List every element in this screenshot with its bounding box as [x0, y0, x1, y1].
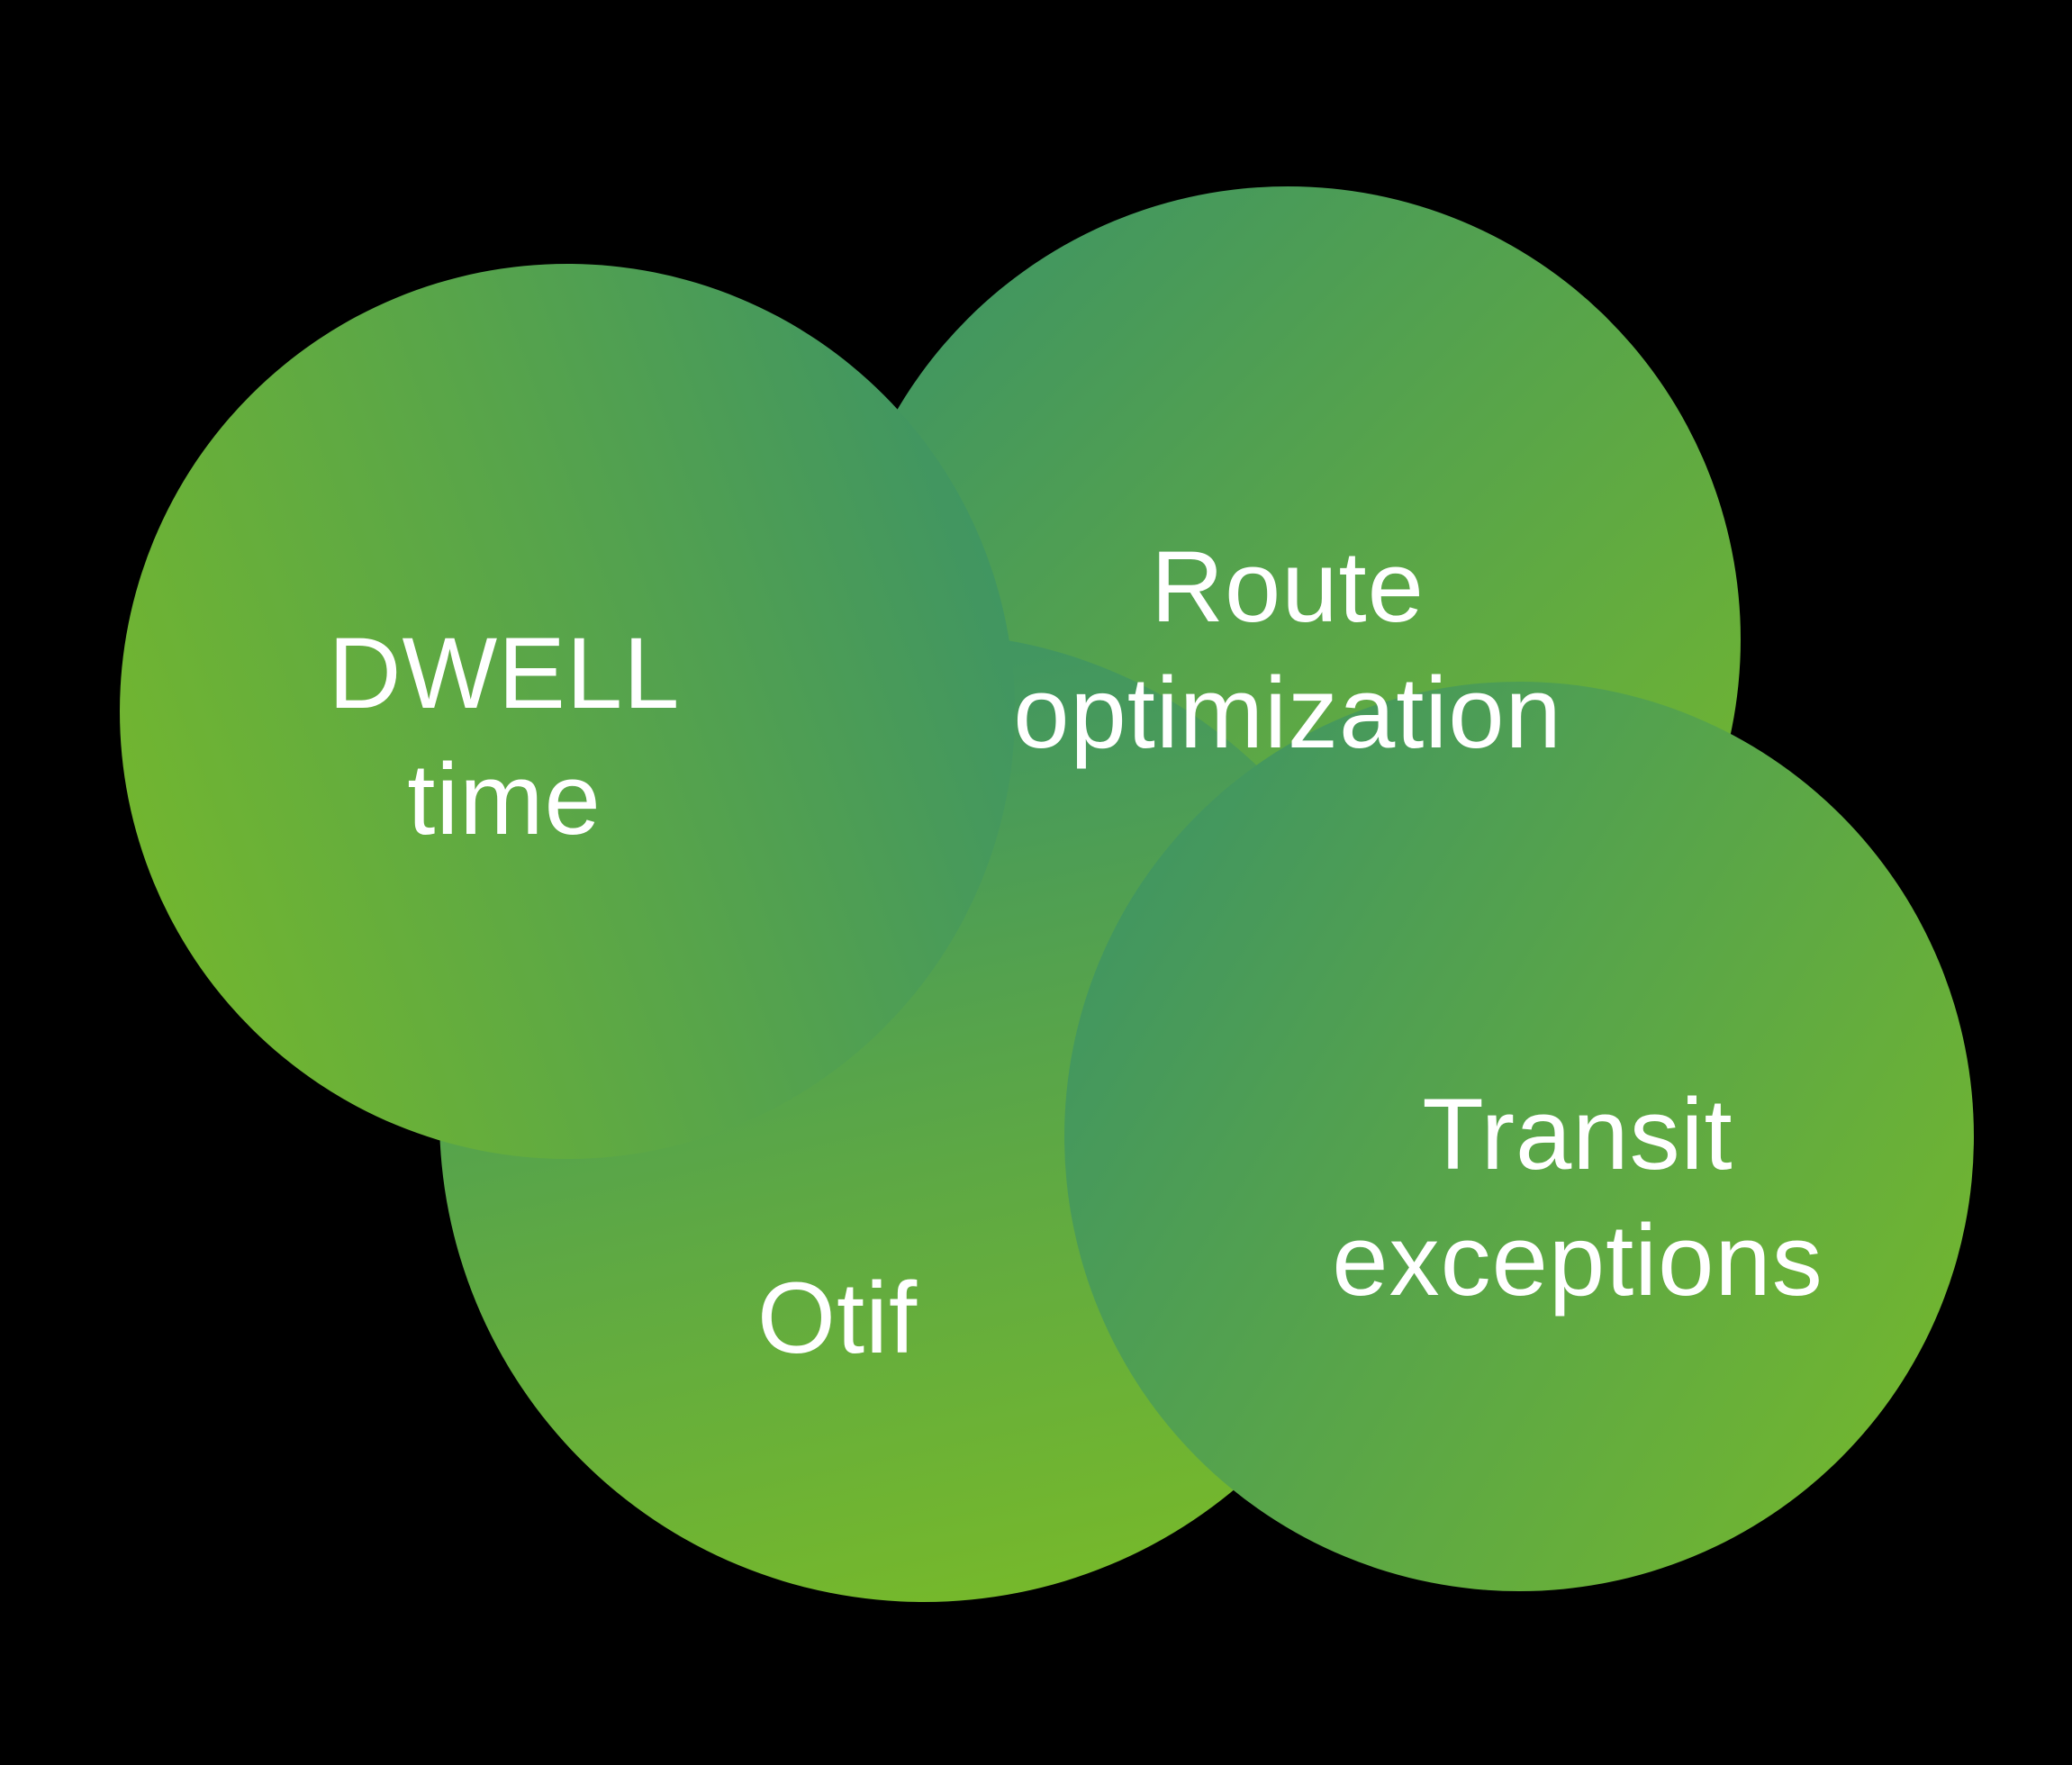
bubble-transit-exceptions — [1064, 682, 1974, 1591]
bubble-label-otif-line1: Otif — [756, 1262, 918, 1374]
bubble-label-dwell-line1: DWELL — [328, 617, 681, 729]
bubble-dwell-time — [120, 264, 1015, 1159]
bubble-label-dwell-line2: time — [407, 743, 602, 855]
bubble-label-route-line2: optimization — [1013, 656, 1562, 769]
bubble-label-transit-line1: Transit — [1422, 1078, 1733, 1190]
bubble-label-route-line1: Route — [1151, 530, 1425, 643]
bubble-label-transit-line2: exceptions — [1332, 1204, 1823, 1317]
bubble-label-dwell-time: DWELL time — [329, 611, 681, 863]
bubble-label-otif: Otif — [757, 1255, 918, 1381]
bubble-label-route-optimization: Route optimization — [1013, 524, 1562, 776]
bubble-label-transit-exceptions: Transit exceptions — [1332, 1072, 1823, 1324]
